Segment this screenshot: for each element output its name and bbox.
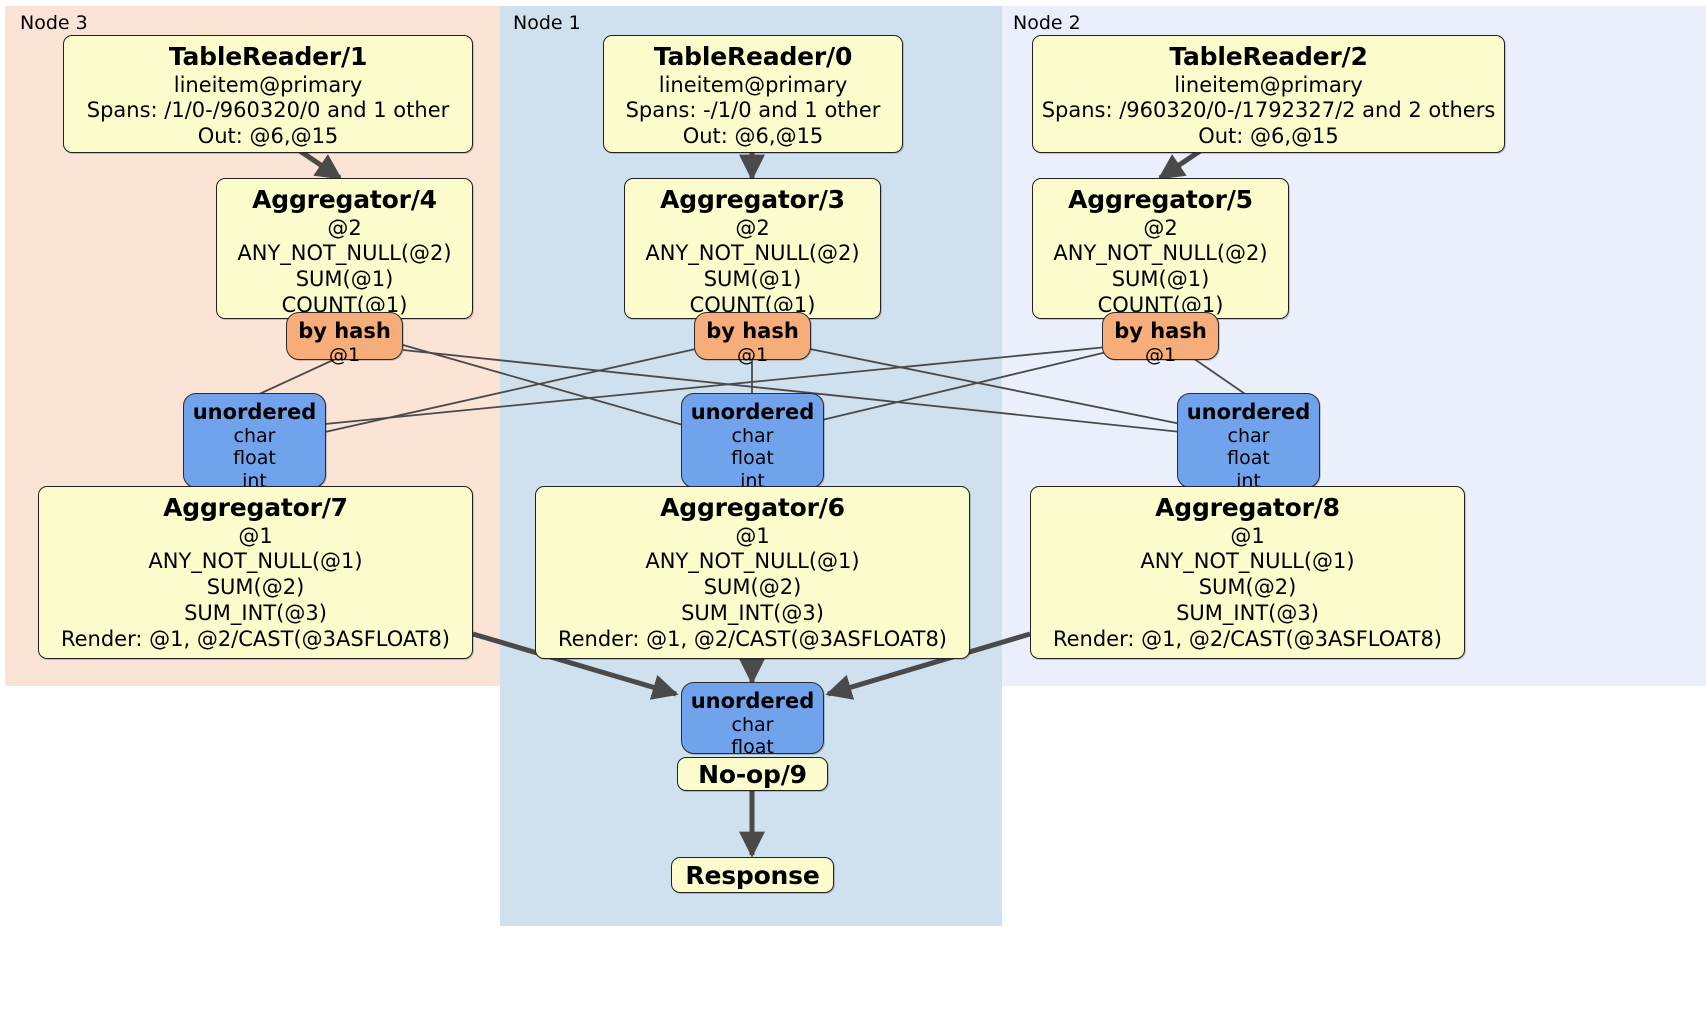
processor-line: SUM_INT(@3) <box>681 600 824 625</box>
router-line: char <box>233 425 276 448</box>
processor-line: @2 <box>1143 215 1178 240</box>
processor-line: Spans: /1/0-/960320/0 and 1 other <box>86 98 450 123</box>
processor-table-reader-0[interactable]: TableReader/0 lineitem@primary Spans: -/… <box>603 35 903 153</box>
processor-line: ANY_NOT_NULL(@1) <box>1140 549 1355 574</box>
router-unordered-final[interactable]: unordered char float <box>681 682 824 758</box>
processor-line: Render: @1, @2/CAST(@3ASFLOAT8) <box>60 626 451 651</box>
router-title: by hash <box>706 319 799 343</box>
processor-title: TableReader/0 <box>653 42 853 71</box>
processor-line: SUM_INT(@3) <box>1176 600 1319 625</box>
processor-table-reader-2[interactable]: TableReader/2 lineitem@primary Spans: /9… <box>1032 35 1505 153</box>
processor-aggregator-4[interactable]: Aggregator/4 @2 ANY_NOT_NULL(@2) SUM(@1)… <box>216 178 473 319</box>
processor-line: SUM(@2) <box>206 575 305 600</box>
processor-line: ANY_NOT_NULL(@1) <box>148 549 363 574</box>
processor-aggregator-7[interactable]: Aggregator/7 @1 ANY_NOT_NULL(@1) SUM(@2)… <box>38 486 473 659</box>
panel-node-3-label: Node 3 <box>20 12 88 34</box>
processor-aggregator-3[interactable]: Aggregator/3 @2 ANY_NOT_NULL(@2) SUM(@1)… <box>624 178 881 319</box>
router-unordered-mid[interactable]: unordered char float int <box>681 393 824 492</box>
processor-aggregator-6[interactable]: Aggregator/6 @1 ANY_NOT_NULL(@1) SUM(@2)… <box>535 486 970 659</box>
processor-title: Aggregator/7 <box>163 493 348 522</box>
processor-line: lineitem@primary <box>173 72 363 97</box>
processor-aggregator-5[interactable]: Aggregator/5 @2 ANY_NOT_NULL(@2) SUM(@1)… <box>1032 178 1289 319</box>
processor-line: @2 <box>735 215 770 240</box>
router-line: @1 <box>736 344 769 367</box>
router-title: by hash <box>1114 319 1207 343</box>
processor-title: Aggregator/6 <box>660 493 845 522</box>
processor-line: @2 <box>327 215 362 240</box>
processor-line: lineitem@primary <box>1174 72 1363 97</box>
processor-no-op-9[interactable]: No-op/9 <box>677 757 828 791</box>
router-title: unordered <box>690 400 815 424</box>
router-line: @1 <box>328 344 361 367</box>
router-line: float <box>731 736 774 759</box>
router-title: unordered <box>1186 400 1311 424</box>
processor-title: TableReader/2 <box>1169 42 1368 71</box>
processor-title: Aggregator/5 <box>1068 185 1253 214</box>
router-line: char <box>731 714 774 737</box>
router-unordered-right[interactable]: unordered char float int <box>1177 393 1320 492</box>
router-unordered-left[interactable]: unordered char float int <box>183 393 326 492</box>
processor-line: Out: @6,@15 <box>197 124 339 149</box>
processor-title: No-op/9 <box>698 760 807 789</box>
router-line: char <box>1227 425 1270 448</box>
processor-title: Aggregator/8 <box>1155 493 1340 522</box>
processor-line: @1 <box>735 523 770 548</box>
processor-aggregator-8[interactable]: Aggregator/8 @1 ANY_NOT_NULL(@1) SUM(@2)… <box>1030 486 1465 659</box>
processor-line: SUM(@1) <box>295 267 394 292</box>
router-line: @1 <box>1144 344 1177 367</box>
processor-line: SUM_INT(@3) <box>184 600 327 625</box>
router-title: unordered <box>690 689 815 713</box>
processor-line: @1 <box>238 523 273 548</box>
processor-line: ANY_NOT_NULL(@1) <box>645 549 860 574</box>
processor-line: SUM(@1) <box>703 267 802 292</box>
router-line: char <box>731 425 774 448</box>
router-line: float <box>731 447 774 470</box>
processor-title: TableReader/1 <box>168 42 368 71</box>
processor-line: Out: @6,@15 <box>682 124 824 149</box>
processor-line: lineitem@primary <box>658 72 848 97</box>
processor-line: SUM(@2) <box>1198 575 1297 600</box>
processor-line: Spans: /960320/0-/1792327/2 and 2 others <box>1041 98 1496 123</box>
processor-line: Render: @1, @2/CAST(@3ASFLOAT8) <box>1052 626 1443 651</box>
processor-line: @1 <box>1230 523 1265 548</box>
router-by-hash-right[interactable]: by hash @1 <box>1102 312 1219 366</box>
processor-table-reader-1[interactable]: TableReader/1 lineitem@primary Spans: /1… <box>63 35 473 153</box>
processor-title: Aggregator/4 <box>252 185 437 214</box>
router-title: unordered <box>192 400 317 424</box>
router-line: float <box>233 447 276 470</box>
processor-title: Aggregator/3 <box>660 185 845 214</box>
processor-line: Out: @6,@15 <box>1198 124 1339 149</box>
panel-node-1-label: Node 1 <box>513 12 581 34</box>
processor-line: SUM(@1) <box>1111 267 1210 292</box>
processor-line: Spans: -/1/0 and 1 other <box>625 98 881 123</box>
router-line: float <box>1227 447 1270 470</box>
processor-line: SUM(@2) <box>703 575 802 600</box>
router-by-hash-left[interactable]: by hash @1 <box>286 312 403 366</box>
processor-title: Response <box>685 861 820 890</box>
processor-line: ANY_NOT_NULL(@2) <box>1053 241 1268 266</box>
processor-line: ANY_NOT_NULL(@2) <box>645 241 860 266</box>
panel-node-2-label: Node 2 <box>1013 12 1081 34</box>
processor-response[interactable]: Response <box>671 857 834 893</box>
processor-line: Render: @1, @2/CAST(@3ASFLOAT8) <box>557 626 948 651</box>
router-title: by hash <box>298 319 391 343</box>
router-by-hash-mid[interactable]: by hash @1 <box>694 312 811 366</box>
processor-line: ANY_NOT_NULL(@2) <box>237 241 452 266</box>
